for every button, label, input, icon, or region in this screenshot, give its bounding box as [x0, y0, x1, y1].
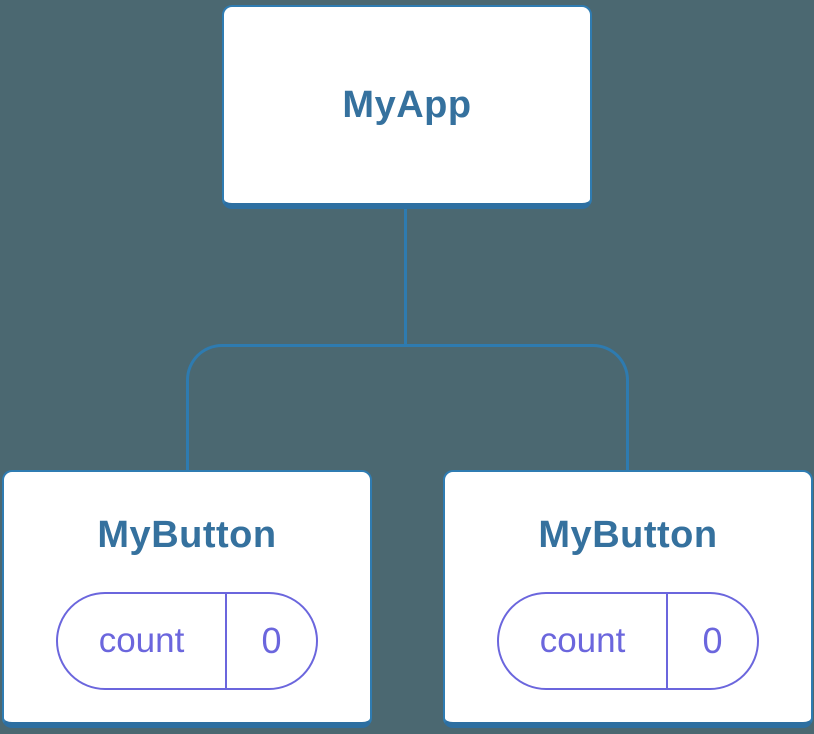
- node-myapp: MyApp: [222, 5, 592, 209]
- state-value: 0: [261, 620, 282, 661]
- children-connector-bracket: [186, 344, 629, 470]
- node-mybutton-1: MyButton count 0: [2, 470, 372, 728]
- state-name-label: count: [499, 594, 668, 688]
- state-pill: count 0: [56, 592, 318, 690]
- state-pill: count 0: [497, 592, 759, 690]
- node-title: MyApp: [342, 84, 472, 126]
- parent-connector-line: [404, 205, 407, 347]
- state-value: 0: [702, 620, 723, 661]
- node-mybutton-2: MyButton count 0: [443, 470, 813, 728]
- node-title: MyButton: [97, 514, 277, 556]
- state-name-label: count: [58, 594, 227, 688]
- node-title: MyButton: [538, 514, 718, 556]
